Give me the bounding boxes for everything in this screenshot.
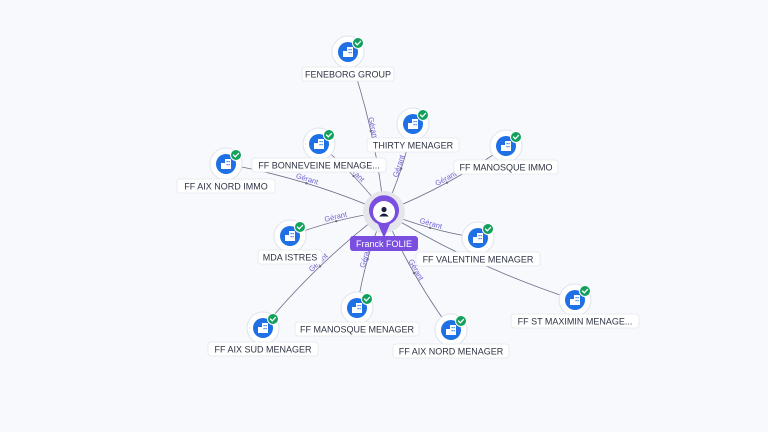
company-node-manosque-immo[interactable]: FF MANOSQUE IMMO xyxy=(453,129,559,175)
verified-check-icon xyxy=(352,37,364,49)
verified-check-icon xyxy=(323,129,335,141)
node-label-box[interactable] xyxy=(257,249,323,265)
verified-check-icon xyxy=(482,223,494,235)
company-node-feneborg[interactable]: FENEBORG GROUP xyxy=(301,35,395,82)
node-label-box[interactable] xyxy=(301,66,395,82)
node-label-box[interactable] xyxy=(207,341,319,357)
nodes: FENEBORG GROUP THIRTY MENAGER FF BONNEVEIN… xyxy=(176,35,640,359)
company-node-mda[interactable]: MDA ISTRES xyxy=(257,219,323,265)
company-name[interactable]: FENEBORG GROUP xyxy=(305,70,391,80)
edge-marker xyxy=(369,129,372,133)
building-icon xyxy=(352,303,362,313)
company-node-manosque-men[interactable]: FF MANOSQUE MENAGER xyxy=(294,291,420,337)
building-icon xyxy=(473,233,483,243)
person-name[interactable]: Franck FOLIE xyxy=(356,239,412,249)
person-icon xyxy=(379,206,389,217)
company-node-stmaximin[interactable]: FF ST MAXIMIN MENAGE... xyxy=(510,283,640,329)
building-icon xyxy=(221,159,231,169)
verified-check-icon xyxy=(230,149,242,161)
verified-check-icon xyxy=(579,285,591,297)
node-label-box[interactable] xyxy=(251,157,387,173)
company-name[interactable]: FF MANOSQUE MENAGER xyxy=(300,325,415,335)
building-icon xyxy=(258,323,268,333)
building-icon xyxy=(408,119,418,129)
edge-label: Gérant xyxy=(391,153,407,178)
node-label-box[interactable] xyxy=(176,178,276,194)
company-node-aixnord-immo[interactable]: FF AIX NORD IMMO xyxy=(176,147,276,194)
edge-marker xyxy=(352,174,355,178)
edge-marker xyxy=(412,271,416,275)
edge-marker xyxy=(305,182,308,185)
building-icon xyxy=(570,295,580,305)
company-node-aixsud[interactable]: FF AIX SUD MENAGER xyxy=(207,311,319,357)
building-icon xyxy=(285,231,295,241)
building-icon xyxy=(446,325,456,335)
verified-check-icon xyxy=(294,221,306,233)
node-label-box[interactable] xyxy=(453,159,559,175)
edge-marker xyxy=(429,226,432,230)
edge-label: Gérant xyxy=(295,171,320,187)
company-node-thirty[interactable]: THIRTY MENAGER xyxy=(366,107,460,153)
building-icon xyxy=(501,141,511,151)
edge-marker xyxy=(318,265,322,268)
company-name[interactable]: THIRTY MENAGER xyxy=(373,141,454,151)
node-label-box[interactable] xyxy=(510,313,640,329)
verified-check-icon xyxy=(361,293,373,305)
company-name[interactable]: FF VALENTINE MENAGER xyxy=(423,255,534,265)
center-label-box[interactable] xyxy=(350,236,418,251)
company-name[interactable]: FF AIX SUD MENAGER xyxy=(214,345,312,355)
company-name[interactable]: FF AIX NORD IMMO xyxy=(184,182,268,192)
node-label-box[interactable] xyxy=(415,251,541,267)
verified-check-icon xyxy=(455,315,467,327)
building-icon xyxy=(343,47,353,57)
edge-marker xyxy=(445,181,449,184)
company-node-bonneveine[interactable]: FF BONNEVEINE MENAGE... xyxy=(251,127,387,173)
edge-marker xyxy=(399,167,403,171)
node-label-box[interactable] xyxy=(366,137,460,153)
node-label-box[interactable] xyxy=(294,321,420,337)
company-name[interactable]: FF ST MAXIMIN MENAGE... xyxy=(518,317,633,327)
company-name[interactable]: FF BONNEVEINE MENAGE... xyxy=(258,161,380,171)
verified-check-icon xyxy=(267,313,279,325)
company-name[interactable]: FF MANOSQUE IMMO xyxy=(460,163,553,173)
verified-check-icon xyxy=(510,131,522,143)
building-icon xyxy=(314,139,324,149)
company-name[interactable]: MDA ISTRES xyxy=(263,253,318,263)
edge-marker xyxy=(366,257,369,261)
node-label-box[interactable] xyxy=(392,343,510,359)
edge-label: Gérant xyxy=(419,216,444,231)
company-name[interactable]: FF AIX NORD MENAGER xyxy=(399,347,504,357)
verified-check-icon xyxy=(417,109,429,121)
company-node-valentine[interactable]: FF VALENTINE MENAGER xyxy=(415,221,541,267)
edge-marker xyxy=(335,219,338,223)
person-node-center[interactable]: Franck FOLIE xyxy=(350,191,418,251)
company-node-aixnord-men[interactable]: FF AIX NORD MENAGER xyxy=(392,313,510,359)
